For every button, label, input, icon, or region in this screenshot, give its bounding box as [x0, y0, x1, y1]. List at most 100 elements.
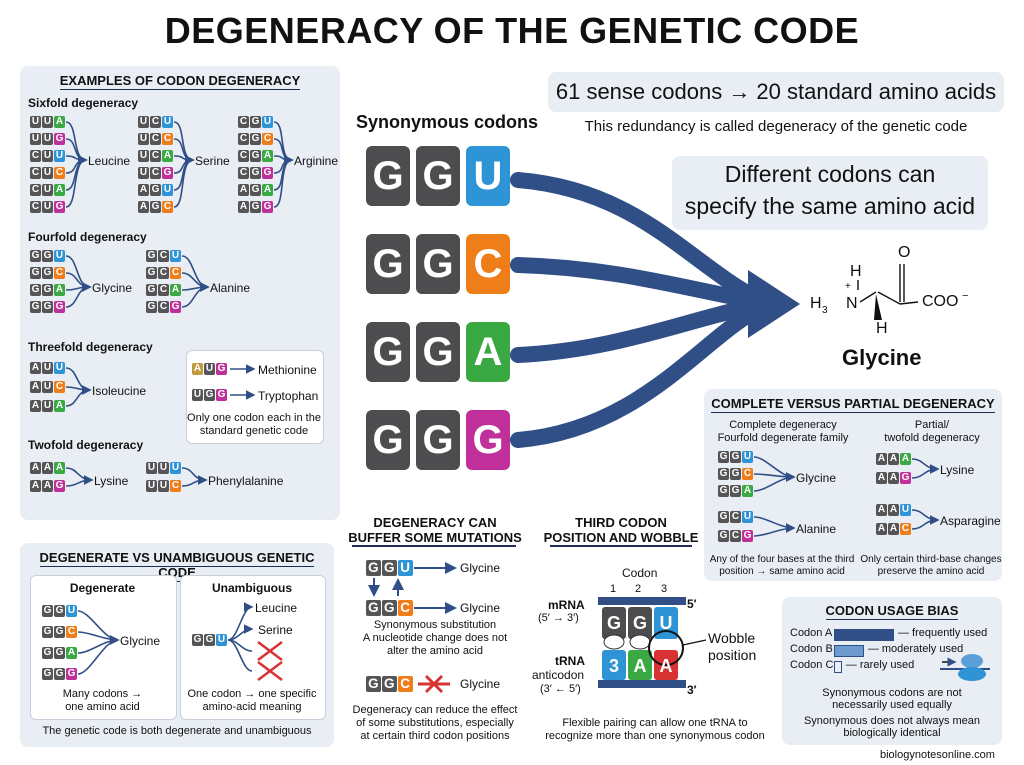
buffer-title2: BUFFER SOME MUTATIONS	[348, 530, 522, 545]
partial-head2: twofold degeneracy	[884, 432, 980, 444]
codon-base: U	[170, 250, 181, 262]
codon-base: C	[262, 133, 273, 145]
codon-base: C	[742, 468, 753, 480]
codon-base: A	[54, 184, 65, 196]
codon-base: A	[876, 472, 887, 484]
many-codons-1: Many codons →	[62, 688, 143, 700]
big-codon-base: G	[466, 410, 510, 470]
codon-base: G	[742, 530, 753, 542]
codon-base: A	[30, 362, 41, 374]
fourfold-label: Fourfold degeneracy	[28, 230, 147, 244]
wobble-n1: 1	[610, 583, 617, 595]
usage-note4: biologically identical	[843, 727, 941, 739]
glycine-bonds	[857, 264, 919, 305]
codon-base: G	[146, 284, 157, 296]
wobble-trna-dir: (3′ ← 5′)	[540, 683, 581, 695]
usage-row-name: Codon A	[790, 627, 833, 639]
codon-base: C	[238, 133, 249, 145]
codon-base: G	[381, 676, 397, 693]
codon-base: U	[42, 150, 53, 162]
codon-base: G	[718, 451, 729, 463]
codon-base: U	[42, 167, 53, 179]
codon-base: G	[54, 626, 65, 638]
codon-base: G	[718, 485, 729, 497]
wobble-label1: Wobble	[708, 630, 756, 646]
credit: biologynotesonline.com	[880, 749, 995, 761]
isoleucine-label: Isoleucine	[92, 384, 147, 398]
codon-base: A	[238, 201, 249, 213]
buffer-note3: at certain third codon positions	[360, 730, 510, 742]
codon-base: G	[900, 472, 911, 484]
codon-base: A	[42, 462, 53, 474]
big-codon-base: G	[416, 146, 460, 206]
codon-base: U	[192, 389, 203, 401]
big-codon-base: C	[466, 234, 510, 294]
codon-base: A	[888, 472, 899, 484]
codon-base: G	[42, 284, 53, 296]
codon-base: G	[162, 167, 173, 179]
codon-base: A	[138, 184, 149, 196]
buffer-title1: DEGENERACY CAN	[373, 515, 497, 530]
many-codons-2: one amino acid	[65, 701, 140, 713]
cp-glycine: Glycine	[796, 471, 837, 485]
codon-base: C	[397, 676, 413, 693]
usage-bar	[834, 661, 842, 673]
codon-base: U	[42, 133, 53, 145]
codon-base: A	[30, 462, 41, 474]
usage-row-desc: — rarely used	[845, 659, 915, 671]
mol-coo: COO	[922, 293, 959, 310]
codon-base: U	[900, 504, 911, 516]
usage-row-desc: — frequently used	[898, 627, 988, 639]
complete-note2: position → same amino acid	[719, 566, 845, 577]
usage-note3: Synonymous does not always mean	[803, 715, 981, 727]
codon-base: U	[146, 462, 157, 474]
codon-base: U	[204, 363, 215, 375]
codon-base: U	[42, 400, 53, 412]
both-footer: The genetic code is both degenerate and …	[42, 725, 312, 737]
mol-o: O	[898, 244, 911, 261]
codon-base: U	[262, 116, 273, 128]
codon-base: G	[730, 468, 741, 480]
mol-h3: H	[810, 295, 822, 312]
codon-base: G	[54, 201, 65, 213]
wobble-anticodon: anticodon	[532, 668, 585, 682]
codon-base: G	[30, 250, 41, 262]
codon-base: G	[42, 267, 53, 279]
usage-row-name: Codon C	[790, 659, 834, 671]
unambiguous-box	[180, 575, 326, 720]
codon-base: G	[54, 301, 65, 313]
codon-base: U	[66, 605, 77, 617]
codon-base: A	[30, 381, 41, 393]
codon-base: G	[54, 668, 65, 680]
threefold-label: Threefold degeneracy	[28, 340, 153, 354]
codon-base: A	[162, 150, 173, 162]
usage-bar	[834, 629, 894, 641]
codon-base: G	[250, 184, 261, 196]
mol-plus: +	[845, 281, 851, 292]
codon-base: G	[66, 668, 77, 680]
codon-base: C	[30, 167, 41, 179]
codon-base: G	[150, 201, 161, 213]
codon-base: U	[54, 150, 65, 162]
complete-note1: Any of the four bases at the third	[709, 554, 855, 565]
codon-base: G	[192, 634, 203, 646]
redundancy-text: This redundancy is called degeneracy of …	[584, 118, 968, 135]
cp-asparagine: Asparagine	[940, 514, 1001, 528]
codon-base: U	[216, 634, 227, 646]
codon-base: G	[262, 201, 273, 213]
codon-base: A	[170, 284, 181, 296]
big-codon-base: G	[416, 410, 460, 470]
big-codon-base: A	[466, 322, 510, 382]
